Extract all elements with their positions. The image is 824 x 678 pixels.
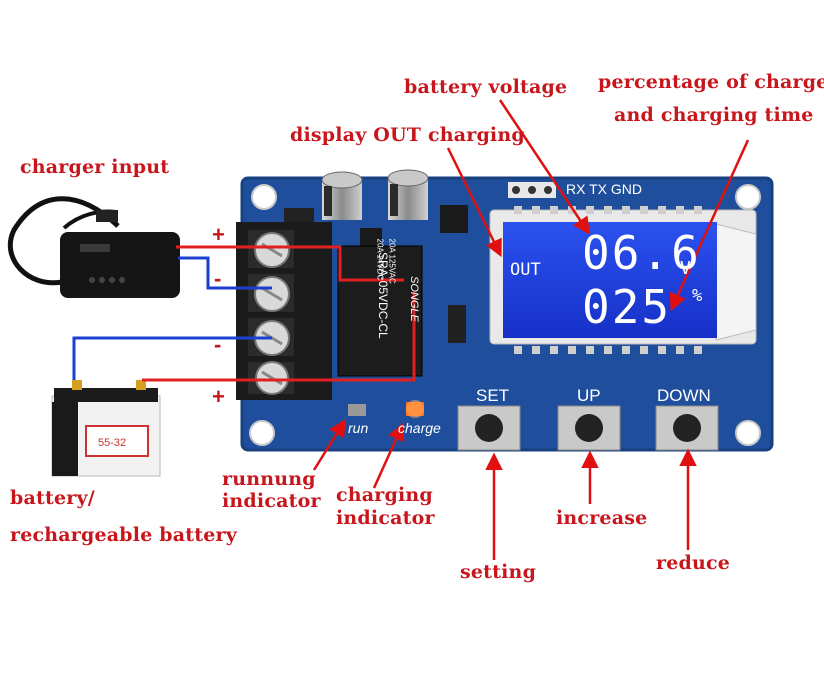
button-label-set: SET bbox=[476, 386, 510, 405]
label-battery-line1: battery/ bbox=[10, 487, 95, 509]
car-battery: 55-32 bbox=[51, 380, 161, 477]
smd-part bbox=[284, 208, 314, 226]
lcd-percent-unit: % bbox=[692, 286, 703, 306]
relay bbox=[337, 245, 423, 377]
arrow-running bbox=[312, 419, 346, 471]
relay-brand: SONGLE bbox=[408, 276, 420, 322]
label-battery-voltage: battery voltage bbox=[404, 76, 568, 98]
annotation-arrows bbox=[312, 99, 750, 560]
lcd-voltage-unit: V bbox=[680, 258, 691, 279]
arrow-percentage bbox=[669, 139, 750, 312]
mount-hole bbox=[251, 184, 277, 210]
label-increase: increase bbox=[556, 507, 648, 529]
label-setting: setting bbox=[460, 561, 537, 583]
label-reduce: reduce bbox=[656, 552, 731, 574]
push-buttons bbox=[457, 405, 719, 451]
label-charging-line2: indicator bbox=[336, 507, 435, 529]
led-label-charge: charge bbox=[398, 420, 441, 436]
label-battery-line2: rechargeable battery bbox=[10, 524, 237, 546]
battery-negative-wire bbox=[72, 336, 272, 380]
diode bbox=[448, 305, 466, 343]
charger-positive-wire bbox=[176, 245, 404, 282]
terminal-sign-2: - bbox=[214, 266, 222, 291]
mount-hole bbox=[249, 420, 275, 446]
label-percentage-line2: and charging time bbox=[614, 104, 814, 126]
button-label-down: DOWN bbox=[657, 386, 711, 405]
charger-adapter bbox=[7, 196, 180, 298]
run-led bbox=[348, 404, 366, 416]
mount-hole bbox=[735, 184, 761, 210]
lcd-module bbox=[489, 206, 757, 354]
terminal-sign-1: + bbox=[212, 222, 225, 247]
label-charging-line1: charging bbox=[336, 484, 433, 506]
header-pin-label: RX TX GND bbox=[566, 181, 642, 197]
label-percentage-line1: percentage of charge bbox=[598, 71, 824, 93]
capacitors bbox=[321, 169, 429, 220]
header-pins bbox=[508, 182, 556, 198]
arrow-charging bbox=[372, 422, 405, 489]
relay-rating-2: 20A 125VAC bbox=[387, 238, 397, 284]
label-charger-input: charger input bbox=[20, 156, 170, 178]
label-display-out: display OUT charging bbox=[290, 124, 525, 146]
wires bbox=[72, 245, 416, 382]
terminal-sign-4: + bbox=[212, 384, 225, 409]
arrow-battery-voltage bbox=[498, 99, 590, 235]
button-label-up: UP bbox=[577, 386, 601, 405]
lcd-voltage-value: 06.6 bbox=[582, 226, 701, 280]
relay-rating-1: 20A 14VDC bbox=[375, 238, 385, 281]
terminal-block bbox=[236, 222, 332, 400]
label-running-line1: runnung bbox=[222, 468, 316, 490]
charger-negative-wire bbox=[178, 256, 272, 290]
svg-text:55-32: 55-32 bbox=[98, 437, 126, 449]
label-running-line2: indicator bbox=[222, 490, 321, 512]
led-label-run: run bbox=[348, 420, 369, 436]
terminal-sign-3: - bbox=[214, 332, 222, 357]
lcd-out-label: OUT bbox=[510, 260, 541, 280]
battery-positive-wire bbox=[142, 292, 416, 382]
lcd-percent-value: 025 bbox=[582, 280, 672, 334]
mount-hole bbox=[735, 420, 761, 446]
arrow-display-out bbox=[446, 147, 502, 258]
ic-chip bbox=[440, 205, 468, 233]
